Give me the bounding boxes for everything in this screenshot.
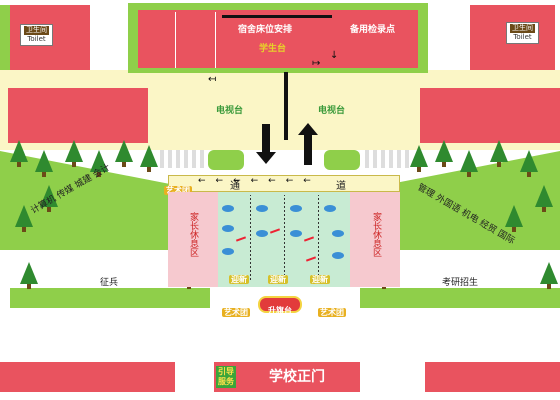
student-desk-label: 学生台 (259, 44, 287, 54)
desk-seat (256, 230, 268, 237)
small-arrow-icon: ↦ (312, 58, 321, 69)
arts-tag-bottom-left: 艺术团 (222, 300, 250, 319)
arts-label: 艺术团 (318, 308, 346, 317)
lane-line (284, 195, 285, 280)
tree-icon (410, 145, 428, 172)
desk-seat (324, 205, 336, 212)
arts-tag-top-left: 艺术团 (164, 178, 192, 197)
tree-icon (35, 150, 53, 177)
divider-line (215, 12, 216, 68)
toilet-sign-left: 卫生间 Toilet (20, 24, 53, 46)
desk-seat (222, 205, 234, 212)
arts-label: 艺术团 (164, 186, 192, 195)
parents-area-left (168, 192, 218, 287)
toilet-label-en: Toilet (27, 35, 46, 43)
tree-icon (115, 140, 133, 167)
bottom-right-building (425, 362, 560, 392)
desk-seat (332, 230, 344, 237)
right-bottom-lawn (360, 288, 560, 308)
tree-icon (505, 205, 523, 232)
down-arrow (262, 124, 270, 154)
divider-line (175, 12, 176, 68)
dorm-label: 宿舍床位安排 (238, 25, 293, 35)
toilet-sign-right: 卫生间 Toilet (506, 22, 539, 44)
up-arrow-head (298, 123, 318, 135)
gate-tag-line1: 引导 (218, 367, 234, 376)
gate-tag-line2: 服务 (218, 377, 234, 386)
bottom-left-building (0, 362, 175, 392)
lane-line (250, 195, 251, 280)
desk-seat (222, 225, 234, 232)
tree-icon (40, 185, 58, 212)
right-mid-building (420, 88, 560, 143)
tree-icon (90, 150, 108, 177)
tv-station-right: 电视台 (318, 106, 346, 116)
tv-station-left: 电视台 (216, 106, 244, 116)
parents-label-left: 家长休息区 (188, 212, 198, 257)
enlist-label: 征兵 (100, 278, 119, 288)
gate-label: 学校正门 (269, 369, 325, 385)
backup-checkin-label: 备用检录点 (350, 25, 396, 35)
volunteer-label: 迎新 (268, 275, 288, 284)
main-road-line (284, 72, 288, 140)
toilet-label-cn: 卫生间 (510, 24, 535, 33)
tree-icon (65, 140, 83, 167)
center-lawn-left (208, 150, 244, 170)
volunteer-label: 迎新 (310, 275, 330, 284)
main-gate: 学校正门 (214, 362, 360, 392)
gate-guide-tag: 引导 服务 (216, 366, 236, 388)
up-arrow (304, 135, 312, 165)
center-lawn-right (324, 150, 360, 170)
channel-road (168, 175, 400, 192)
tree-icon (535, 185, 553, 212)
volunteer-tag: 迎新 (310, 267, 330, 286)
dorm-bar (222, 15, 332, 18)
small-arrow-icon: ↓ (330, 50, 339, 61)
desk-seat (222, 248, 234, 255)
tree-icon (435, 140, 453, 167)
postgrad-label: 考研招生 (442, 278, 479, 288)
arts-tag-bottom-right: 艺术团 (318, 300, 346, 319)
toilet-label-en: Toilet (513, 33, 532, 41)
parents-label-right: 家长休息区 (371, 212, 381, 257)
tree-icon (520, 150, 538, 177)
toilet-label-cn: 卫生间 (24, 26, 49, 35)
volunteer-label: 迎新 (229, 275, 249, 284)
channel-arrows: ←←←←←←← (198, 176, 321, 186)
left-mid-building (8, 88, 148, 143)
down-arrow-head (256, 152, 276, 164)
crosswalk-left (160, 150, 204, 168)
volunteer-tag: 迎新 (268, 267, 288, 286)
left-top-lawn (0, 5, 10, 70)
lane-line (318, 195, 319, 280)
tree-icon (10, 140, 28, 167)
tree-icon (20, 262, 38, 289)
tree-icon (15, 205, 33, 232)
tree-icon (460, 150, 478, 177)
channel-label-right: 道 (336, 181, 346, 192)
tree-icon (540, 262, 558, 289)
volunteer-tag: 迎新 (229, 267, 249, 286)
desk-seat (332, 252, 344, 259)
tree-icon (490, 140, 508, 167)
center-top-building (138, 10, 418, 68)
desk-seat (290, 230, 302, 237)
small-arrow-icon: ↤ (208, 74, 217, 85)
left-bottom-lawn (10, 288, 210, 308)
flag-platform: 升旗台 (258, 296, 302, 315)
desk-seat (290, 205, 302, 212)
flag-platform-label: 升旗台 (268, 306, 292, 315)
crosswalk-right (365, 150, 409, 168)
desk-seat (256, 205, 268, 212)
tree-icon (140, 145, 158, 172)
parents-area-right (350, 192, 400, 287)
channel-label-left: 通 (230, 181, 240, 192)
arts-label: 艺术团 (222, 308, 250, 317)
